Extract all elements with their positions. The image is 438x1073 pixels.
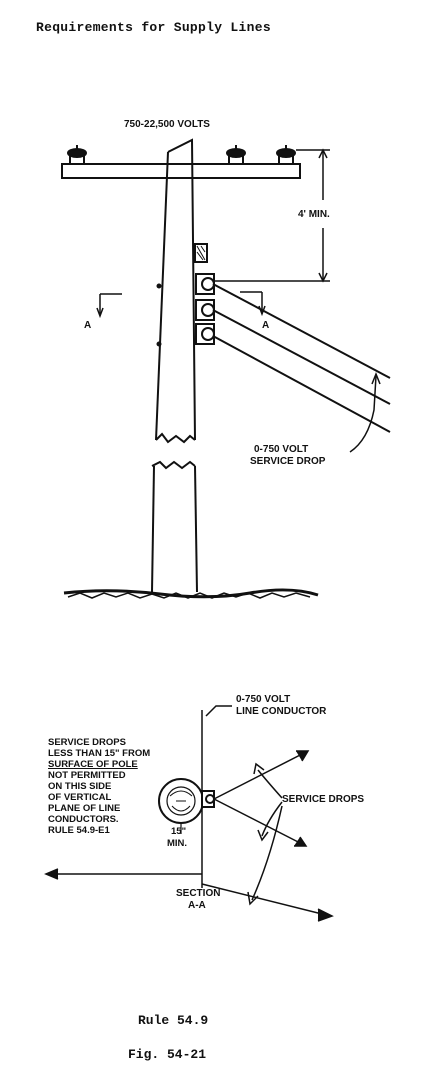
service-drops-label: SERVICE DROPS bbox=[282, 794, 365, 805]
note-line: ON THIS SIDE bbox=[48, 781, 112, 792]
pole-cross-section bbox=[158, 778, 204, 824]
clearance-15-line2: MIN. bbox=[167, 838, 188, 849]
clearance-label: 4' MIN. bbox=[298, 209, 330, 220]
note-line: RULE 54.9-E1 bbox=[48, 825, 110, 836]
service-drops-leaders bbox=[247, 762, 283, 906]
rule-caption: Rule 54.9 bbox=[138, 1013, 209, 1028]
conductor-label-line1: 0-750 VOLT bbox=[236, 694, 291, 705]
clearance-dimension bbox=[214, 148, 330, 283]
service-drop-label-line2: SERVICE DROP bbox=[250, 456, 326, 467]
insulator-left bbox=[67, 145, 87, 163]
ground-line bbox=[63, 588, 319, 599]
conductor-label-line2: LINE CONDUCTOR bbox=[236, 706, 327, 717]
restriction-note: SERVICE DROPS LESS THAN 15" FROM SURFACE… bbox=[48, 737, 150, 836]
note-line: SERVICE DROPS bbox=[48, 737, 126, 748]
spool-lower bbox=[195, 323, 215, 345]
spool-upper bbox=[195, 273, 215, 295]
pole-upper bbox=[155, 138, 196, 444]
section-label-line2: A-A bbox=[188, 900, 206, 911]
insulator-middle bbox=[226, 145, 246, 163]
section-marker-left-label: A bbox=[84, 320, 92, 331]
crossarm bbox=[61, 163, 301, 179]
page-header: Requirements for Supply Lines bbox=[36, 20, 271, 35]
spool-middle bbox=[195, 299, 215, 321]
note-line: NOT PERMITTED bbox=[48, 770, 126, 781]
ground-hatch bbox=[67, 592, 311, 599]
service-drop-leader bbox=[349, 375, 377, 453]
section-marker-left bbox=[96, 293, 122, 319]
section-marker-right-label: A bbox=[262, 320, 270, 331]
section-label-line1: SECTION bbox=[176, 888, 221, 899]
service-drop-wires bbox=[212, 283, 391, 433]
note-line: LESS THAN 15" FROM bbox=[48, 748, 151, 759]
note-line: SURFACE OF POLE bbox=[48, 759, 138, 770]
service-drop-label-line1: 0-750 VOLT bbox=[254, 444, 309, 455]
section-spool bbox=[201, 790, 215, 808]
section-marker-right bbox=[240, 291, 266, 317]
pole-lower bbox=[151, 460, 198, 593]
clearance-15-line1: 15" bbox=[171, 826, 187, 837]
service-drop-arrows bbox=[201, 750, 334, 922]
note-line: CONDUCTORS. bbox=[48, 814, 119, 825]
line-conductor-arrow bbox=[44, 868, 202, 880]
conductor-leader bbox=[205, 705, 232, 717]
insulator-right bbox=[276, 145, 296, 163]
note-line: PLANE OF LINE bbox=[48, 803, 121, 814]
figure-caption: Fig. 54-21 bbox=[128, 1047, 207, 1062]
voltage-label: 750-22,500 VOLTS bbox=[124, 119, 210, 130]
note-line: OF VERTICAL bbox=[48, 792, 112, 803]
